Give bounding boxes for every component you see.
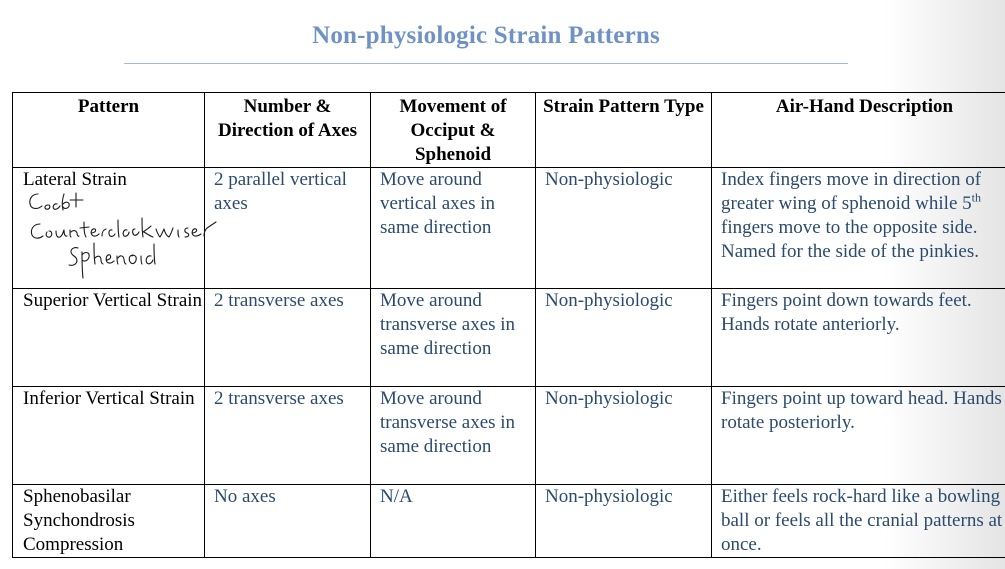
table-row: Inferior Vertical Strain 2 transverse ax… [12,386,1005,485]
table-row: Lateral Strain 2 parallel vertical axes … [12,167,1005,289]
description-text-start: Index fingers move in direction of great… [721,169,982,214]
table-header-row: Pattern Number & Direction of Axes Movem… [12,92,1005,168]
cell-movement: Move around vertical axes in same direct… [370,167,536,289]
cell-type: Non-physiologic [535,484,712,558]
cell-type: Non-physiologic [535,386,712,485]
cell-type: Non-physiologic [535,288,712,387]
cell-description: Fingers point down towards feet. Hands r… [711,288,1005,387]
table-row: Sphenobasilar Synchondrosis Compression … [12,484,1005,558]
cell-description: Index fingers move in direction of great… [711,167,1005,289]
description-superscript: th [971,190,981,205]
cell-axes: 2 parallel vertical axes [204,167,371,289]
document-title: Non-physiologic Strain Patterns [312,22,660,49]
cell-description: Either feels rock-hard like a bowling ba… [711,484,1005,558]
title-divider [124,63,848,64]
cell-movement: Move around transverse axes in same dire… [370,288,536,387]
cell-movement: N/A [370,484,536,558]
cell-pattern: Inferior Vertical Strain [12,386,205,485]
header-pattern: Pattern [12,92,205,168]
cell-description: Fingers point up toward head. Hands rota… [711,386,1005,485]
description-text-end: fingers move to the opposite side. Named… [721,217,980,262]
cell-movement: Move around transverse axes in same dire… [370,386,536,485]
cell-axes: 2 transverse axes [204,288,371,387]
header-axes: Number & Direction of Axes [204,92,371,168]
table-row: Superior Vertical Strain 2 transverse ax… [12,288,1005,387]
handwriting-sphenoid [68,242,156,279]
header-description: Air-Hand Description [711,92,1005,168]
handwriting-clock [29,192,84,211]
cell-pattern: Sphenobasilar Synchondrosis Compression [12,484,205,558]
cell-pattern: Superior Vertical Strain [12,288,205,387]
cell-type: Non-physiologic [535,167,712,289]
handwriting-counterclockwise [30,217,217,239]
cell-axes: 2 transverse axes [204,386,371,485]
cell-axes: No axes [204,484,371,558]
handwritten-annotation [29,192,217,279]
header-movement: Movement of Occiput & Sphenoid [370,92,536,168]
header-type: Strain Pattern Type [535,92,712,168]
strain-patterns-table: Pattern Number & Direction of Axes Movem… [12,92,1005,558]
